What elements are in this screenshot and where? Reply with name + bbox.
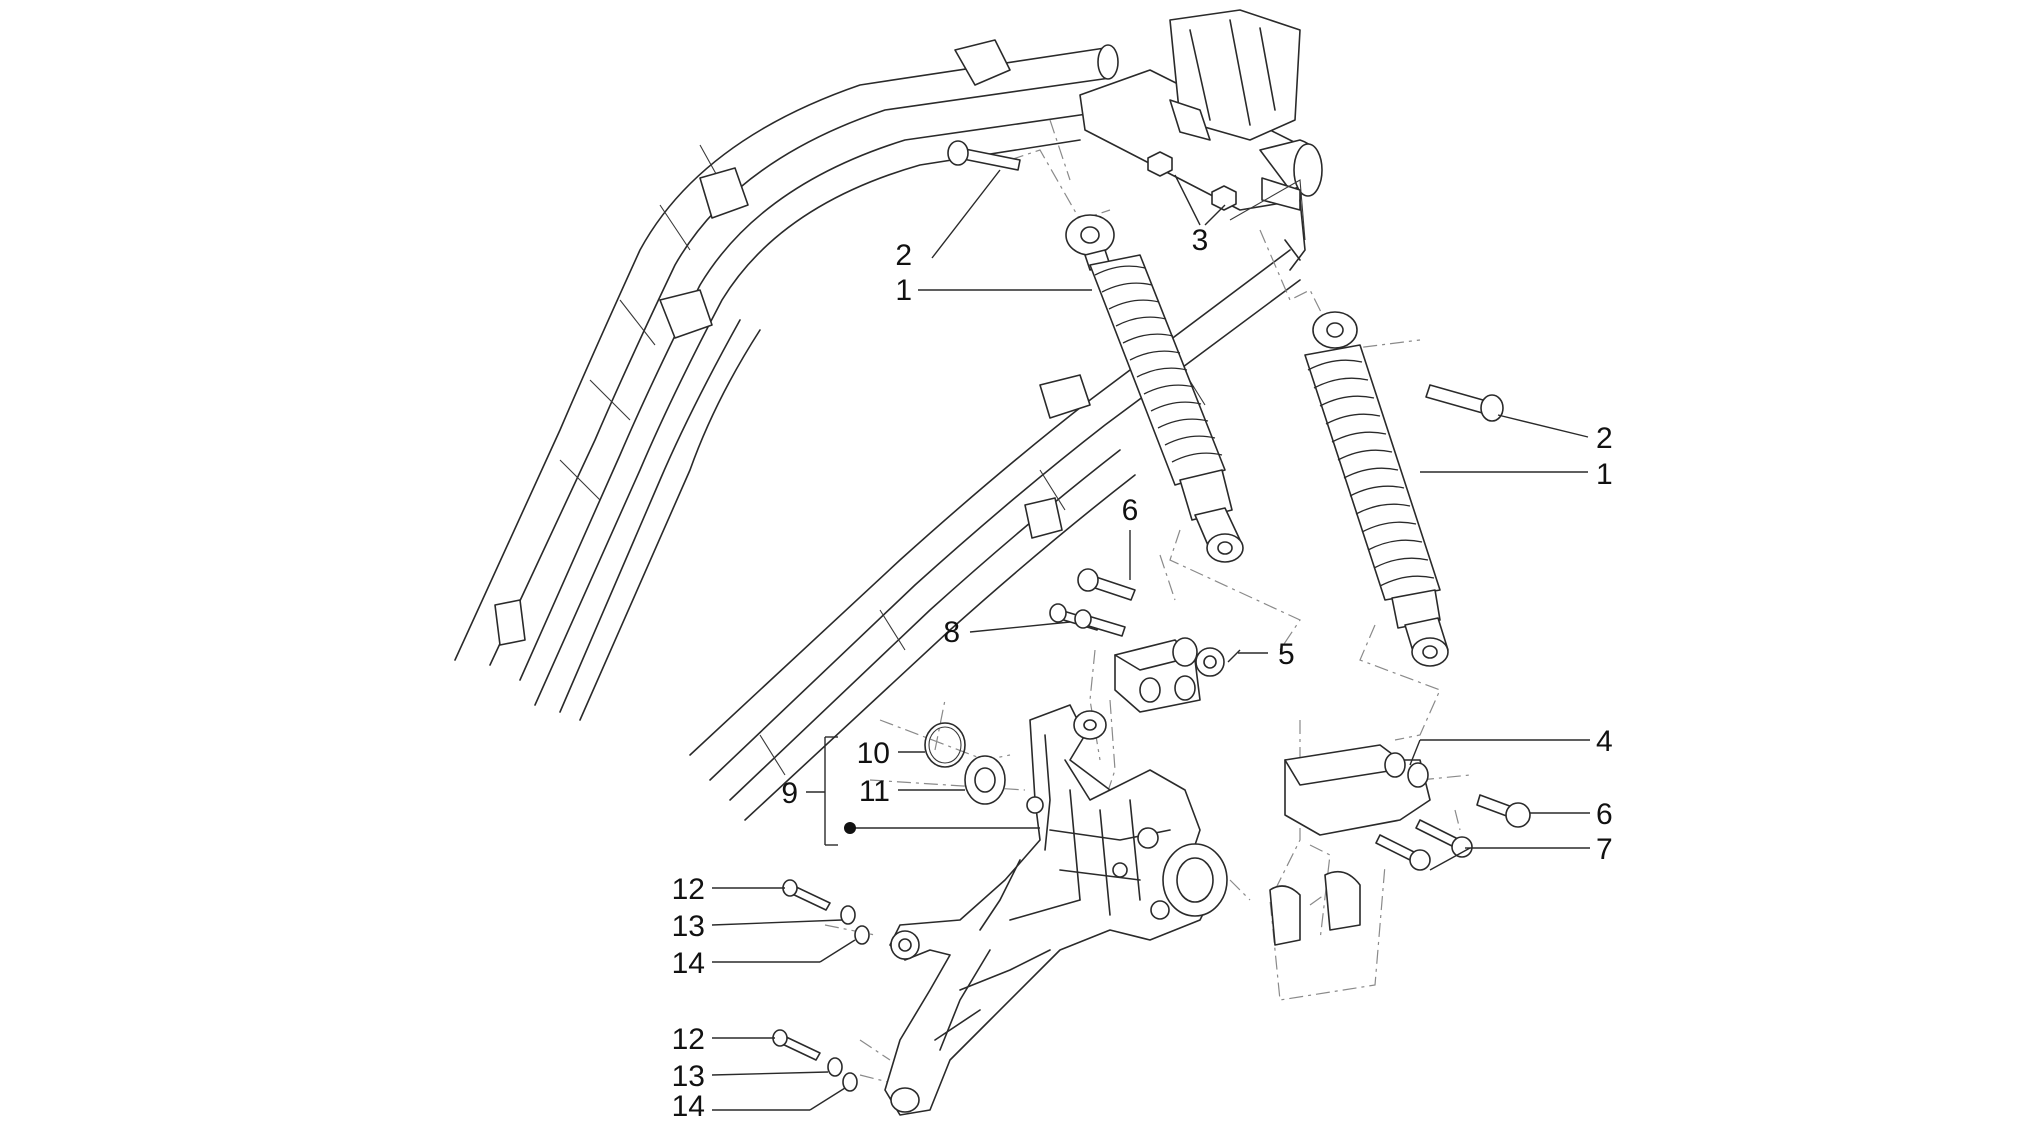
callout-5: 5	[1278, 638, 1295, 671]
callout-8: 8	[943, 616, 960, 649]
bracket-4	[1269, 744, 1431, 946]
callout-1-right: 1	[1596, 458, 1613, 491]
rear-frame	[454, 9, 1323, 821]
callout-14-bottom: 14	[672, 1090, 705, 1117]
callout-9: 9	[781, 777, 798, 810]
swingarm-hub-assembly	[884, 704, 1228, 1116]
callout-2-right: 2	[1596, 422, 1613, 455]
callout-13-top: 13	[672, 910, 705, 943]
callout-14-top: 14	[672, 947, 705, 980]
shock-absorber-left	[1065, 214, 1244, 563]
callout-12-top: 12	[672, 873, 705, 906]
callout-6-right: 6	[1596, 798, 1613, 831]
part-group-marker	[844, 822, 856, 834]
shock-absorber-right	[1304, 311, 1449, 667]
callout-2-left: 2	[895, 239, 912, 272]
callout-11: 11	[859, 775, 890, 808]
callout-7: 7	[1596, 833, 1613, 866]
callout-10: 10	[857, 737, 890, 770]
callout-3: 3	[1192, 224, 1209, 257]
callout-6-top: 6	[1122, 494, 1139, 527]
callout-1-left: 1	[895, 274, 912, 307]
bolts-and-fasteners	[772, 140, 1531, 1092]
callout-13-bottom: 13	[672, 1060, 705, 1093]
callout-leaders	[711, 169, 1590, 1111]
callout-12-bottom: 12	[672, 1023, 705, 1056]
callout-4: 4	[1596, 725, 1613, 758]
bracket-5	[1114, 637, 1225, 713]
callout-labels: 1 2 3 2 1 6 8 5 4 6 7 9 10 11 12 13 14 1…	[672, 224, 1613, 1122]
